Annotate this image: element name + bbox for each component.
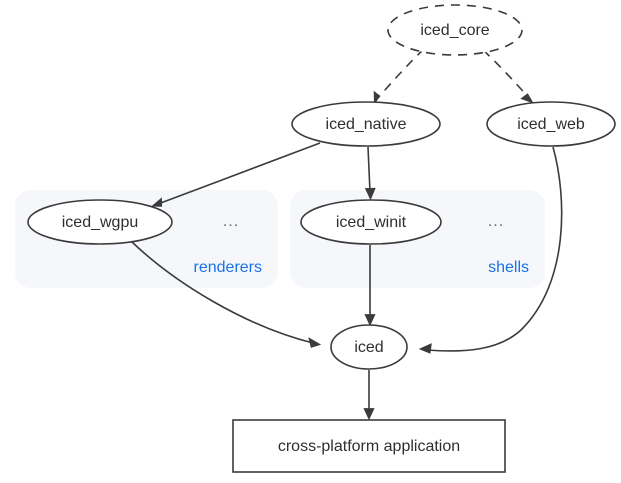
node-iced-winit-label: iced_winit bbox=[336, 214, 407, 231]
edge-iced-winit-to-iced bbox=[364, 245, 376, 327]
arrow-head-icon bbox=[520, 93, 534, 104]
node-iced-wgpu-shape[interactable] bbox=[27, 199, 173, 245]
arrow-head-icon bbox=[418, 343, 432, 354]
node-iced-web-label: iced_web bbox=[517, 116, 585, 133]
node-iced-core[interactable]: iced_core bbox=[387, 4, 523, 56]
node-application-shape[interactable] bbox=[232, 419, 506, 473]
node-iced-winit[interactable]: iced_winit bbox=[300, 199, 442, 245]
node-iced-web[interactable]: iced_web bbox=[486, 101, 616, 147]
node-iced-wgpu[interactable]: iced_wgpu bbox=[27, 199, 173, 245]
node-cross-platform-application[interactable]: cross-platform application bbox=[232, 419, 506, 473]
arrow-head-icon bbox=[364, 314, 376, 327]
edge-iced-wgpu-to-iced bbox=[131, 241, 322, 348]
edge-line bbox=[367, 146, 371, 193]
node-iced-native[interactable]: iced_native bbox=[291, 101, 441, 147]
node-iced-core-shape[interactable] bbox=[387, 4, 523, 56]
edge-iced-native-to-iced-wgpu bbox=[151, 142, 321, 207]
edge-line bbox=[482, 49, 530, 99]
arrow-head-icon bbox=[363, 408, 375, 421]
node-iced-web-shape[interactable] bbox=[486, 101, 616, 147]
edge-iced-core-to-iced-web bbox=[482, 49, 534, 104]
edge-iced-native-to-iced-winit bbox=[364, 146, 376, 201]
node-iced-native-shape[interactable] bbox=[291, 101, 441, 147]
arrow-head-icon bbox=[308, 337, 322, 348]
edge-iced-web-to-iced bbox=[418, 146, 563, 354]
arrow-head-icon bbox=[151, 197, 163, 207]
renderers-more-placeholder: ... bbox=[223, 213, 239, 230]
node-application-label: cross-platform application bbox=[278, 438, 460, 455]
node-iced-shape[interactable] bbox=[330, 324, 408, 370]
edge-iced-to-application bbox=[363, 370, 375, 421]
arrow-head-icon bbox=[364, 187, 376, 201]
edge-iced-core-to-iced-native bbox=[373, 48, 425, 106]
shells-more-placeholder: ... bbox=[488, 213, 504, 230]
arrow-head-icon bbox=[373, 90, 381, 106]
edge-line bbox=[131, 241, 314, 344]
cluster-shells-label: shells bbox=[488, 259, 529, 276]
node-iced-native-label: iced_native bbox=[326, 116, 407, 133]
node-iced-wgpu-label: iced_wgpu bbox=[62, 214, 139, 231]
node-iced[interactable]: iced bbox=[330, 324, 408, 370]
node-iced-core-label: iced_core bbox=[420, 22, 489, 39]
node-iced-winit-shape[interactable] bbox=[300, 199, 442, 245]
edge-line bbox=[376, 48, 425, 100]
cluster-renderers-label: renderers bbox=[194, 259, 262, 276]
node-iced-label: iced bbox=[354, 339, 383, 356]
edge-line bbox=[426, 146, 563, 352]
edge-line bbox=[157, 142, 321, 205]
